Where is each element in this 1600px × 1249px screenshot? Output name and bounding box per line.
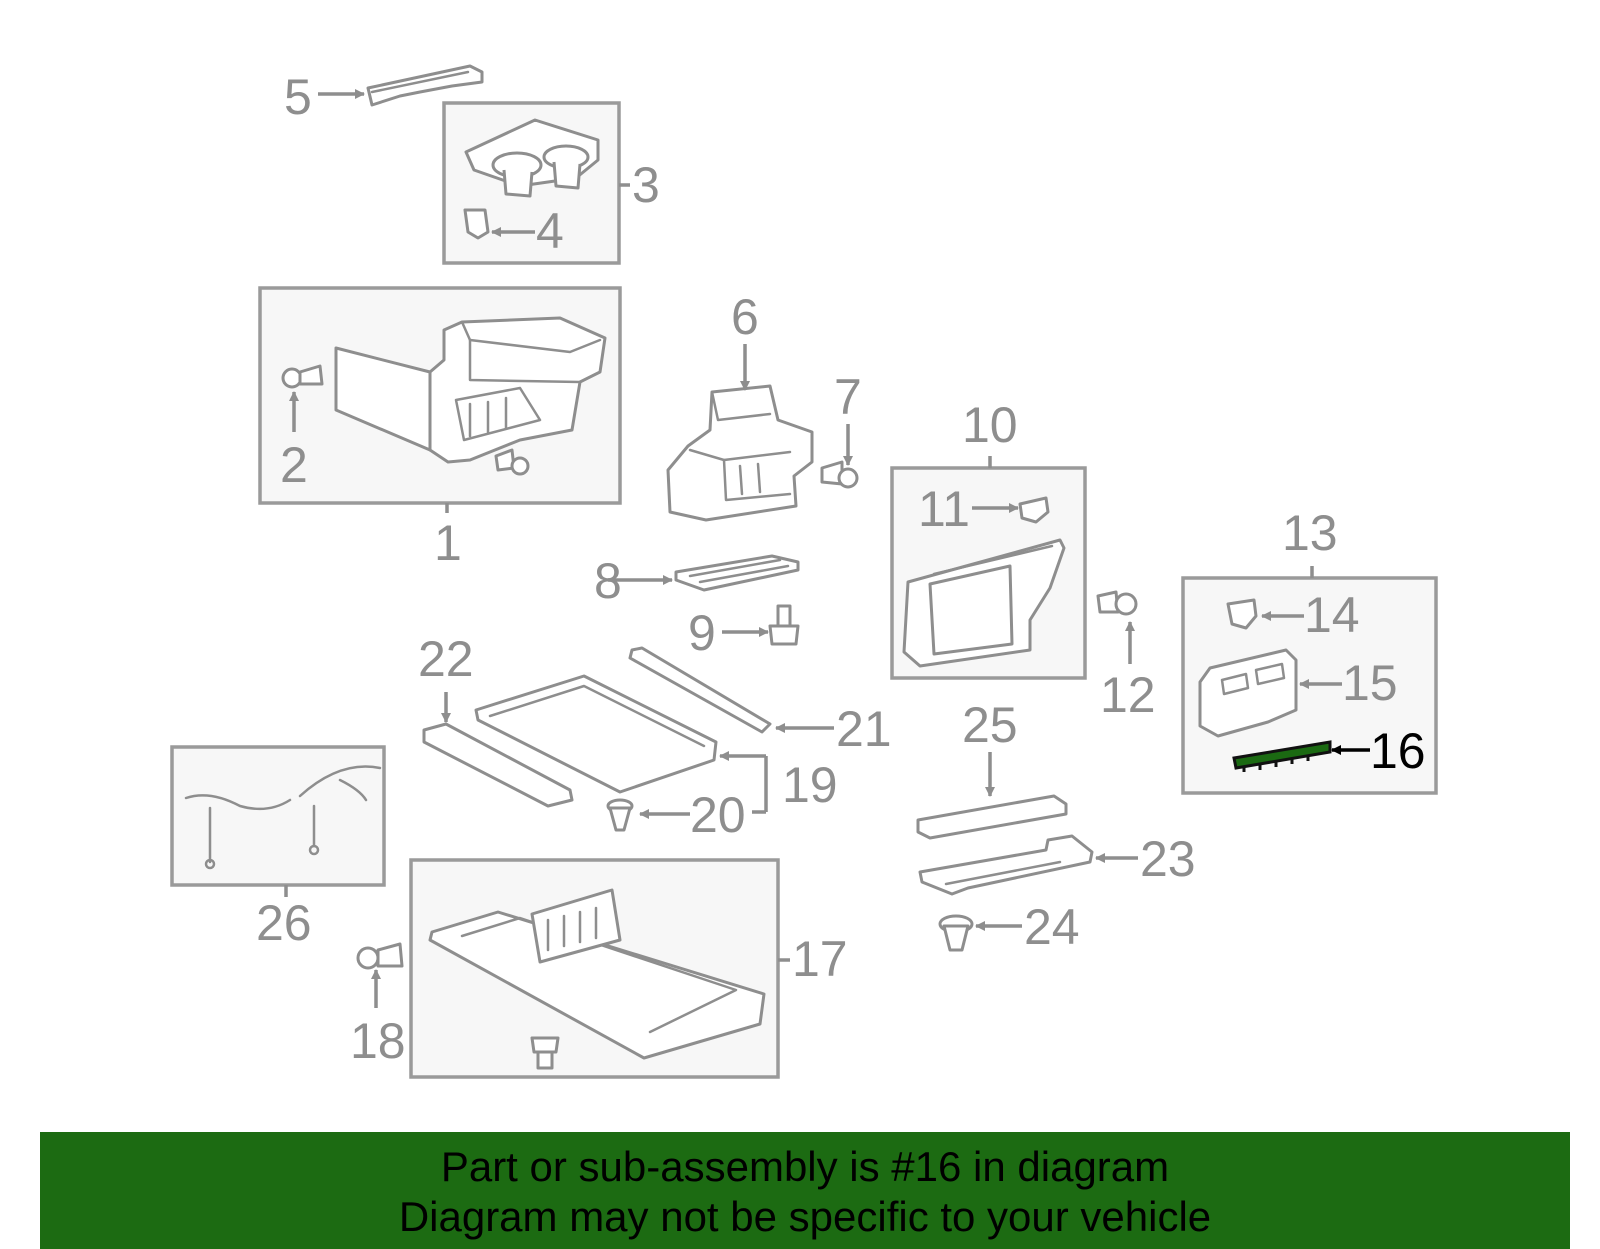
part-8-tray-mat xyxy=(674,554,800,592)
part-21-rod xyxy=(628,646,772,734)
callout-8: 8 xyxy=(594,553,622,609)
part-20-clip xyxy=(606,798,634,832)
callout-3: 3 xyxy=(632,157,660,213)
part-5-trim-strip xyxy=(366,64,484,107)
footer-line-2: Diagram may not be specific to your vehi… xyxy=(398,1193,1212,1240)
part-18-screw xyxy=(356,942,404,970)
callout-6: 6 xyxy=(731,289,759,345)
callout-14: 14 xyxy=(1304,587,1360,643)
part-11-clip xyxy=(1018,496,1050,524)
callout-4: 4 xyxy=(536,203,564,259)
callout-18: 18 xyxy=(350,1013,406,1069)
callout-26: 26 xyxy=(256,895,312,951)
leader-lines xyxy=(284,89,1370,1008)
callout-10: 10 xyxy=(962,397,1018,453)
part-9-bolt xyxy=(768,604,800,646)
callout-2: 2 xyxy=(280,437,308,493)
part-3-cup-holder xyxy=(464,118,600,198)
part-6-shifter-bracket xyxy=(666,384,814,522)
part-10-bezel-panel xyxy=(902,538,1066,668)
part-14-clip xyxy=(1226,598,1258,630)
part-7-screw xyxy=(820,460,859,489)
part-22-rail xyxy=(422,722,574,808)
callout-22: 22 xyxy=(418,631,474,687)
part-15-switch-panel xyxy=(1198,648,1298,738)
part-25-cover xyxy=(916,794,1068,840)
callout-11: 11 xyxy=(918,481,970,537)
part-16-highlighted-mat xyxy=(1232,740,1332,772)
footer-banner: Part or sub-assembly is #16 in diagram D… xyxy=(40,1132,1570,1249)
callout-7: 7 xyxy=(834,369,862,425)
part-1-console-body xyxy=(334,316,607,464)
part-19-panel xyxy=(474,674,718,794)
callout-21: 21 xyxy=(836,701,892,757)
part-24-clip xyxy=(938,914,974,952)
part-4-clip xyxy=(463,208,490,240)
footer-line-1: Part or sub-assembly is #16 in diagram xyxy=(440,1143,1170,1190)
callout-5: 5 xyxy=(284,69,312,125)
callout-24: 24 xyxy=(1024,899,1080,955)
callout-1: 1 xyxy=(434,515,462,571)
callout-23: 23 xyxy=(1140,831,1196,887)
callout-15: 15 xyxy=(1342,655,1398,711)
callout-13: 13 xyxy=(1282,505,1338,561)
callout-17: 17 xyxy=(792,931,848,987)
callout-12: 12 xyxy=(1100,667,1156,723)
part-17-lower-tray xyxy=(428,888,766,1070)
callout-9: 9 xyxy=(688,605,716,661)
part-2-screw xyxy=(281,364,324,389)
part-1-screw xyxy=(494,448,530,476)
callout-20: 20 xyxy=(690,787,746,843)
part-26-cables xyxy=(184,765,382,870)
part-23-tray xyxy=(918,834,1094,896)
callout-19: 19 xyxy=(782,757,838,813)
callout-16: 16 xyxy=(1370,723,1426,779)
part-12-screw xyxy=(1096,590,1138,616)
callout-25: 25 xyxy=(962,697,1018,753)
